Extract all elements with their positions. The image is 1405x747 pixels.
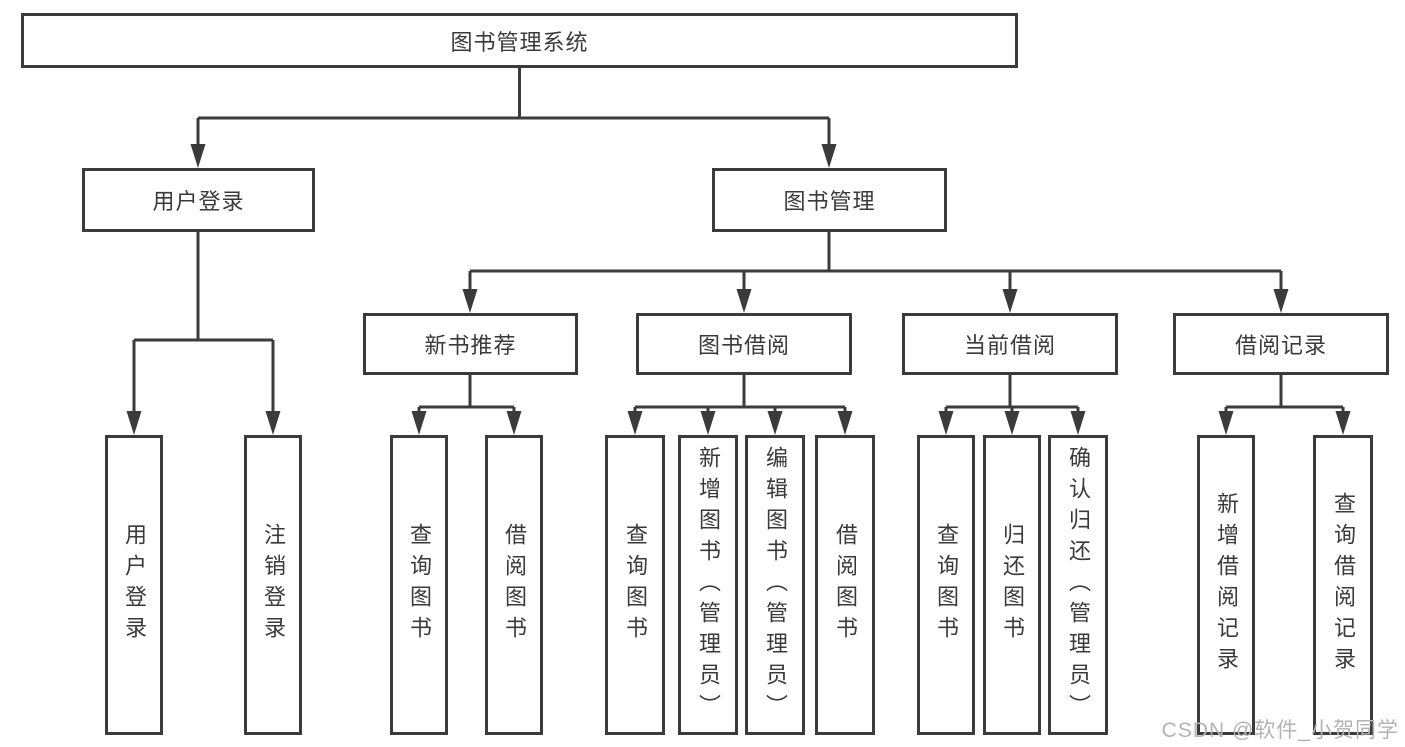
connector-borrow-records-children bbox=[1218, 375, 1351, 435]
leaf-query-books-borrow: 查询图书 bbox=[605, 435, 665, 735]
node-book-management: 图书管理 bbox=[712, 168, 947, 232]
leaf-query-borrow-record: 查询借阅记录 bbox=[1313, 435, 1373, 735]
node-current-borrow: 当前借阅 bbox=[902, 313, 1118, 375]
connector-book-borrow-children bbox=[627, 375, 853, 435]
leaf-add-borrow-record: 新增借阅记录 bbox=[1197, 435, 1255, 735]
connector-new-book-children bbox=[411, 375, 522, 435]
leaf-logout: 注销登录 bbox=[244, 435, 302, 735]
node-book-borrow: 图书借阅 bbox=[636, 313, 852, 375]
leaf-borrow-books-recommend: 借阅图书 bbox=[485, 435, 543, 735]
node-library-management-system: 图书管理系统 bbox=[21, 13, 1018, 68]
node-borrow-records: 借阅记录 bbox=[1173, 313, 1389, 375]
leaf-user-login: 用户登录 bbox=[105, 435, 163, 735]
leaf-query-books-current: 查询图书 bbox=[917, 435, 975, 735]
connector-user-login-children bbox=[126, 232, 281, 435]
node-new-book-recommend: 新书推荐 bbox=[363, 313, 578, 375]
leaf-return-book: 归还图书 bbox=[983, 435, 1041, 735]
connector-book-management-children bbox=[462, 232, 1289, 313]
connector-current-borrow-children bbox=[938, 375, 1086, 435]
connector-root-to-level2 bbox=[190, 68, 837, 168]
node-user-login: 用户登录 bbox=[82, 168, 315, 232]
csdn-watermark: CSDN @软件_小贺同学 bbox=[1161, 719, 1399, 742]
leaf-borrow-books: 借阅图书 bbox=[815, 435, 875, 735]
leaf-confirm-return-admin: 确认归还（管理员） bbox=[1048, 435, 1108, 735]
leaf-add-book-admin: 新增图书（管理员） bbox=[678, 435, 738, 735]
leaf-edit-book-admin: 编辑图书（管理员） bbox=[745, 435, 805, 735]
leaf-query-books-recommend: 查询图书 bbox=[390, 435, 448, 735]
